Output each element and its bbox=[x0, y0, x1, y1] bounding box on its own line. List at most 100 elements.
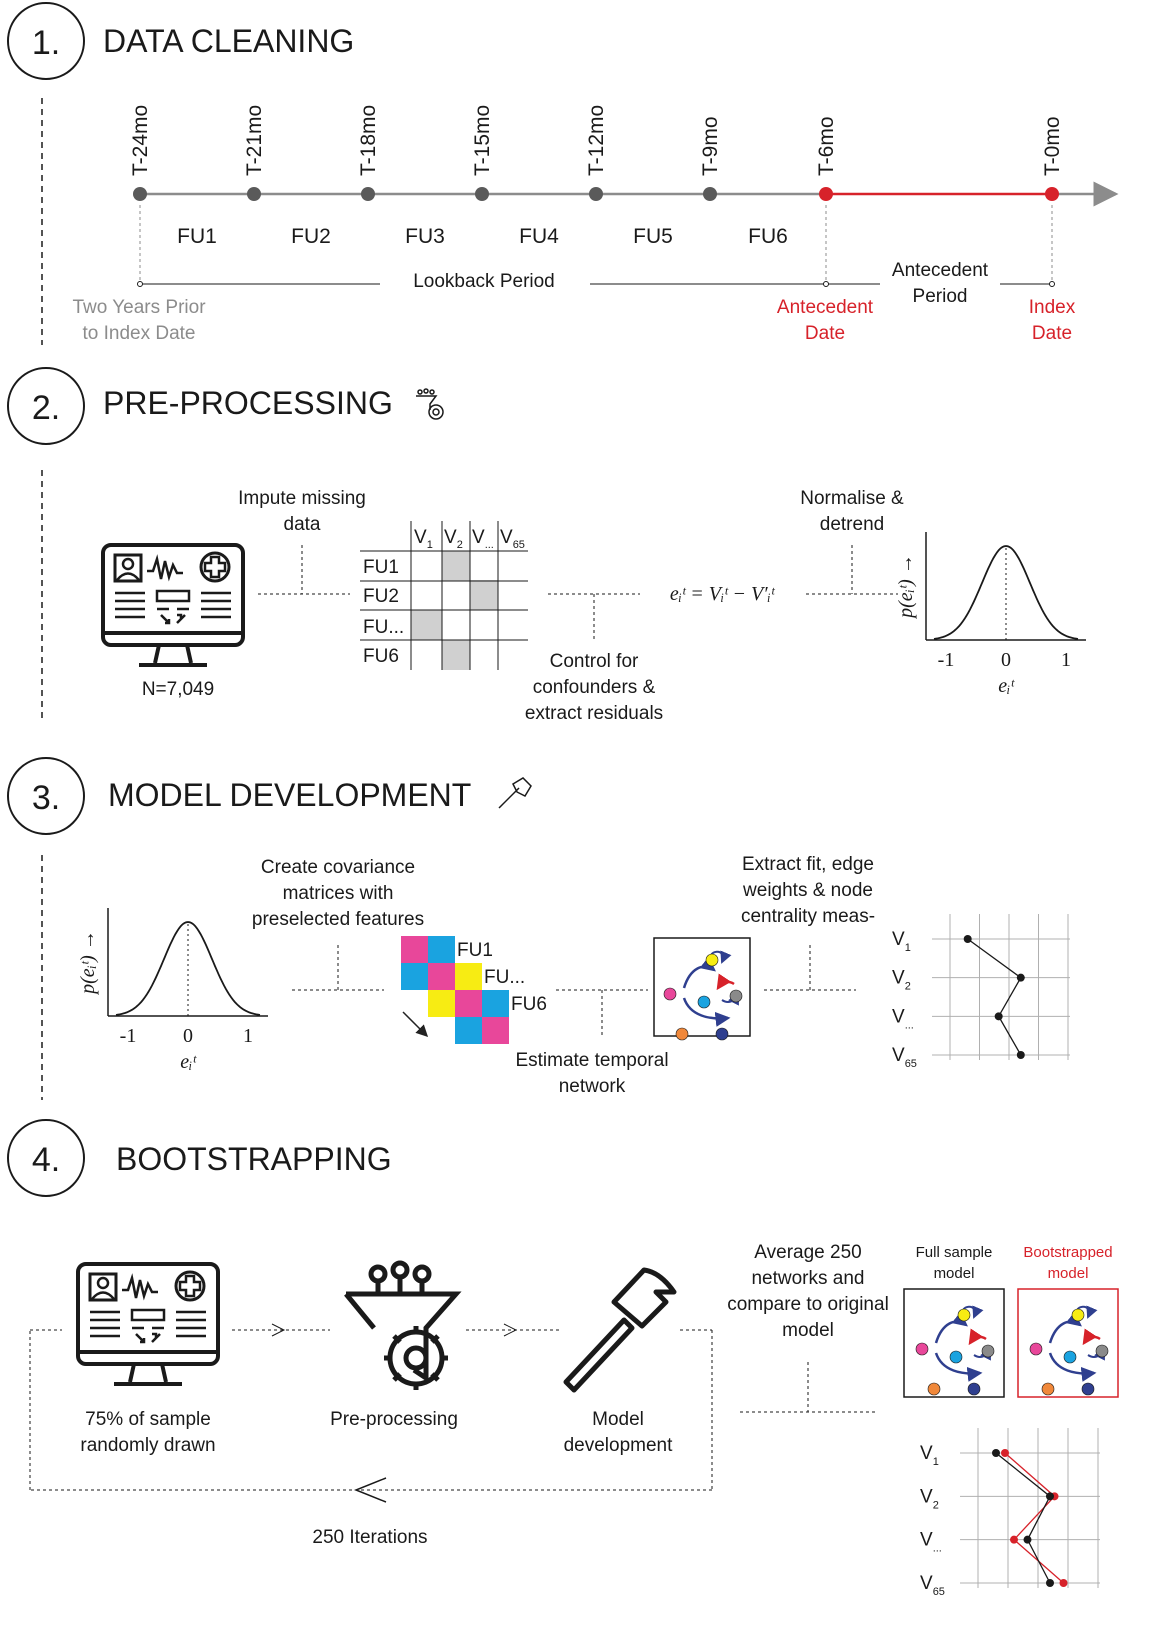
section-number: 2. bbox=[32, 389, 60, 427]
table-row-label: FU1 bbox=[363, 557, 399, 578]
timeline-tick-label: T-18mo bbox=[357, 105, 380, 176]
timeline-dot bbox=[589, 187, 603, 201]
residual-equation: eᵢᵗ = Vᵢᵗ − V′ᵢᵗ bbox=[670, 583, 776, 605]
preproc-label: Pre-processing bbox=[330, 1409, 458, 1430]
hammer-icon bbox=[498, 777, 532, 809]
boot-model-label-2: model bbox=[1048, 1265, 1089, 1282]
axis-tick: 1 bbox=[1061, 649, 1071, 671]
network-node bbox=[1029, 1342, 1043, 1356]
centrality-point bbox=[1059, 1579, 1068, 1587]
followup-label: FU5 bbox=[633, 225, 673, 248]
section-3-header: 3. MODEL DEVELOPMENT bbox=[7, 757, 532, 835]
section-number: 1. bbox=[32, 24, 60, 62]
average-label-3: compare to original bbox=[727, 1294, 889, 1315]
timeline-tick-label: T-0mo bbox=[1041, 116, 1064, 176]
timeline-tick-label: T-15mo bbox=[471, 105, 494, 176]
centrality-point bbox=[1046, 1492, 1054, 1501]
bootstrapped-network bbox=[1017, 1288, 1119, 1398]
y-axis-label: p(eᵢᵗ) → bbox=[895, 554, 917, 620]
control-label-3: extract residuals bbox=[525, 703, 663, 724]
lookback-label: Lookback Period bbox=[413, 271, 555, 292]
centrality-point bbox=[1016, 1051, 1025, 1059]
estimate-label-2: network bbox=[559, 1076, 626, 1097]
hammer-icon bbox=[563, 1267, 677, 1393]
node-label: V1 bbox=[892, 929, 911, 954]
followup-label: FU2 bbox=[291, 225, 331, 248]
boot-model-label: Bootstrapped bbox=[1023, 1244, 1112, 1261]
centrality-point bbox=[1001, 1449, 1009, 1457]
estimate-label: Estimate temporal bbox=[515, 1050, 668, 1071]
node-label: V65 bbox=[920, 1573, 945, 1598]
timeline-dot bbox=[1045, 187, 1059, 201]
network-node bbox=[957, 1308, 971, 1322]
timeline-tick-label: T-9mo bbox=[699, 116, 722, 176]
sample-label: 75% of sample bbox=[85, 1409, 211, 1430]
network-node bbox=[927, 1382, 941, 1396]
table-row-label: FU6 bbox=[363, 646, 399, 667]
section-number: 4. bbox=[32, 1141, 60, 1179]
section-4-header: 4. BOOTSTRAPPING bbox=[7, 1119, 392, 1197]
temporal-network bbox=[653, 937, 751, 1041]
section-title: BOOTSTRAPPING bbox=[116, 1141, 392, 1177]
centrality-point bbox=[963, 935, 972, 943]
full-sample-network bbox=[903, 1288, 1005, 1398]
centrality-point bbox=[992, 1449, 1000, 1457]
matrix-label: FU1 bbox=[457, 940, 493, 961]
timeline-dot bbox=[133, 187, 147, 201]
antecedent-period-label-2: Period bbox=[913, 286, 968, 307]
section-number: 3. bbox=[32, 779, 60, 817]
timeline-tick-label: T-21mo bbox=[243, 105, 266, 176]
y-axis-label: p(eᵢᵗ) → bbox=[77, 930, 99, 996]
iterations-label: 250 Iterations bbox=[312, 1527, 427, 1548]
network-node bbox=[705, 953, 719, 967]
monitor-icon bbox=[76, 1262, 220, 1386]
followup-label: FU6 bbox=[748, 225, 788, 248]
centrality-point bbox=[1046, 1579, 1054, 1587]
timeline-dot bbox=[361, 187, 375, 201]
covariance-matrices: FU1 FU... FU6 bbox=[401, 936, 547, 1044]
node-label: V2 bbox=[892, 968, 911, 993]
network-node bbox=[663, 987, 677, 1001]
timeline-dot bbox=[703, 187, 717, 201]
timeline-tick-label: T-6mo bbox=[815, 116, 838, 176]
normalise-label-2: detrend bbox=[820, 514, 884, 535]
table-column-header: V2 bbox=[444, 527, 463, 551]
network-node bbox=[697, 995, 711, 1009]
section-1-header: 1. DATA CLEANING bbox=[7, 2, 354, 80]
extract-label: Extract fit, edge bbox=[742, 854, 874, 875]
table-row-label: FU... bbox=[363, 617, 404, 638]
centrality-point bbox=[1023, 1535, 1032, 1544]
node-label: V... bbox=[892, 1006, 914, 1031]
matrix-label: FU6 bbox=[511, 994, 547, 1015]
model-label-2: development bbox=[564, 1435, 674, 1456]
index-date-label: Index bbox=[1029, 297, 1076, 318]
network-node bbox=[729, 989, 743, 1003]
filter-gear-icon bbox=[344, 1260, 462, 1390]
section-title: PRE-PROCESSING bbox=[103, 385, 393, 421]
impute-label: Impute missing bbox=[238, 488, 366, 509]
full-model-label-2: model bbox=[934, 1265, 975, 1282]
centrality-point bbox=[1010, 1535, 1018, 1544]
table-column-header: V... bbox=[472, 527, 494, 551]
average-label-4: model bbox=[782, 1320, 834, 1341]
node-label: V2 bbox=[920, 1486, 939, 1511]
network-node bbox=[1063, 1350, 1077, 1364]
followup-label: FU1 bbox=[177, 225, 217, 248]
section-title: DATA CLEANING bbox=[103, 23, 354, 59]
antecedent-period-label: Antecedent bbox=[892, 260, 989, 281]
followup-label: FU4 bbox=[519, 225, 559, 248]
average-label: Average 250 bbox=[754, 1242, 861, 1263]
two-years-label-2: to Index Date bbox=[82, 323, 195, 344]
network-node bbox=[1071, 1308, 1085, 1322]
axis-tick: 0 bbox=[1001, 649, 1011, 671]
monitor-icon bbox=[101, 543, 245, 667]
section-title: MODEL DEVELOPMENT bbox=[108, 777, 471, 813]
axis-tick: 1 bbox=[243, 1025, 253, 1047]
axis-tick: 0 bbox=[183, 1025, 193, 1047]
matrix-label: FU... bbox=[484, 967, 525, 988]
table-column-header: V1 bbox=[414, 527, 433, 551]
